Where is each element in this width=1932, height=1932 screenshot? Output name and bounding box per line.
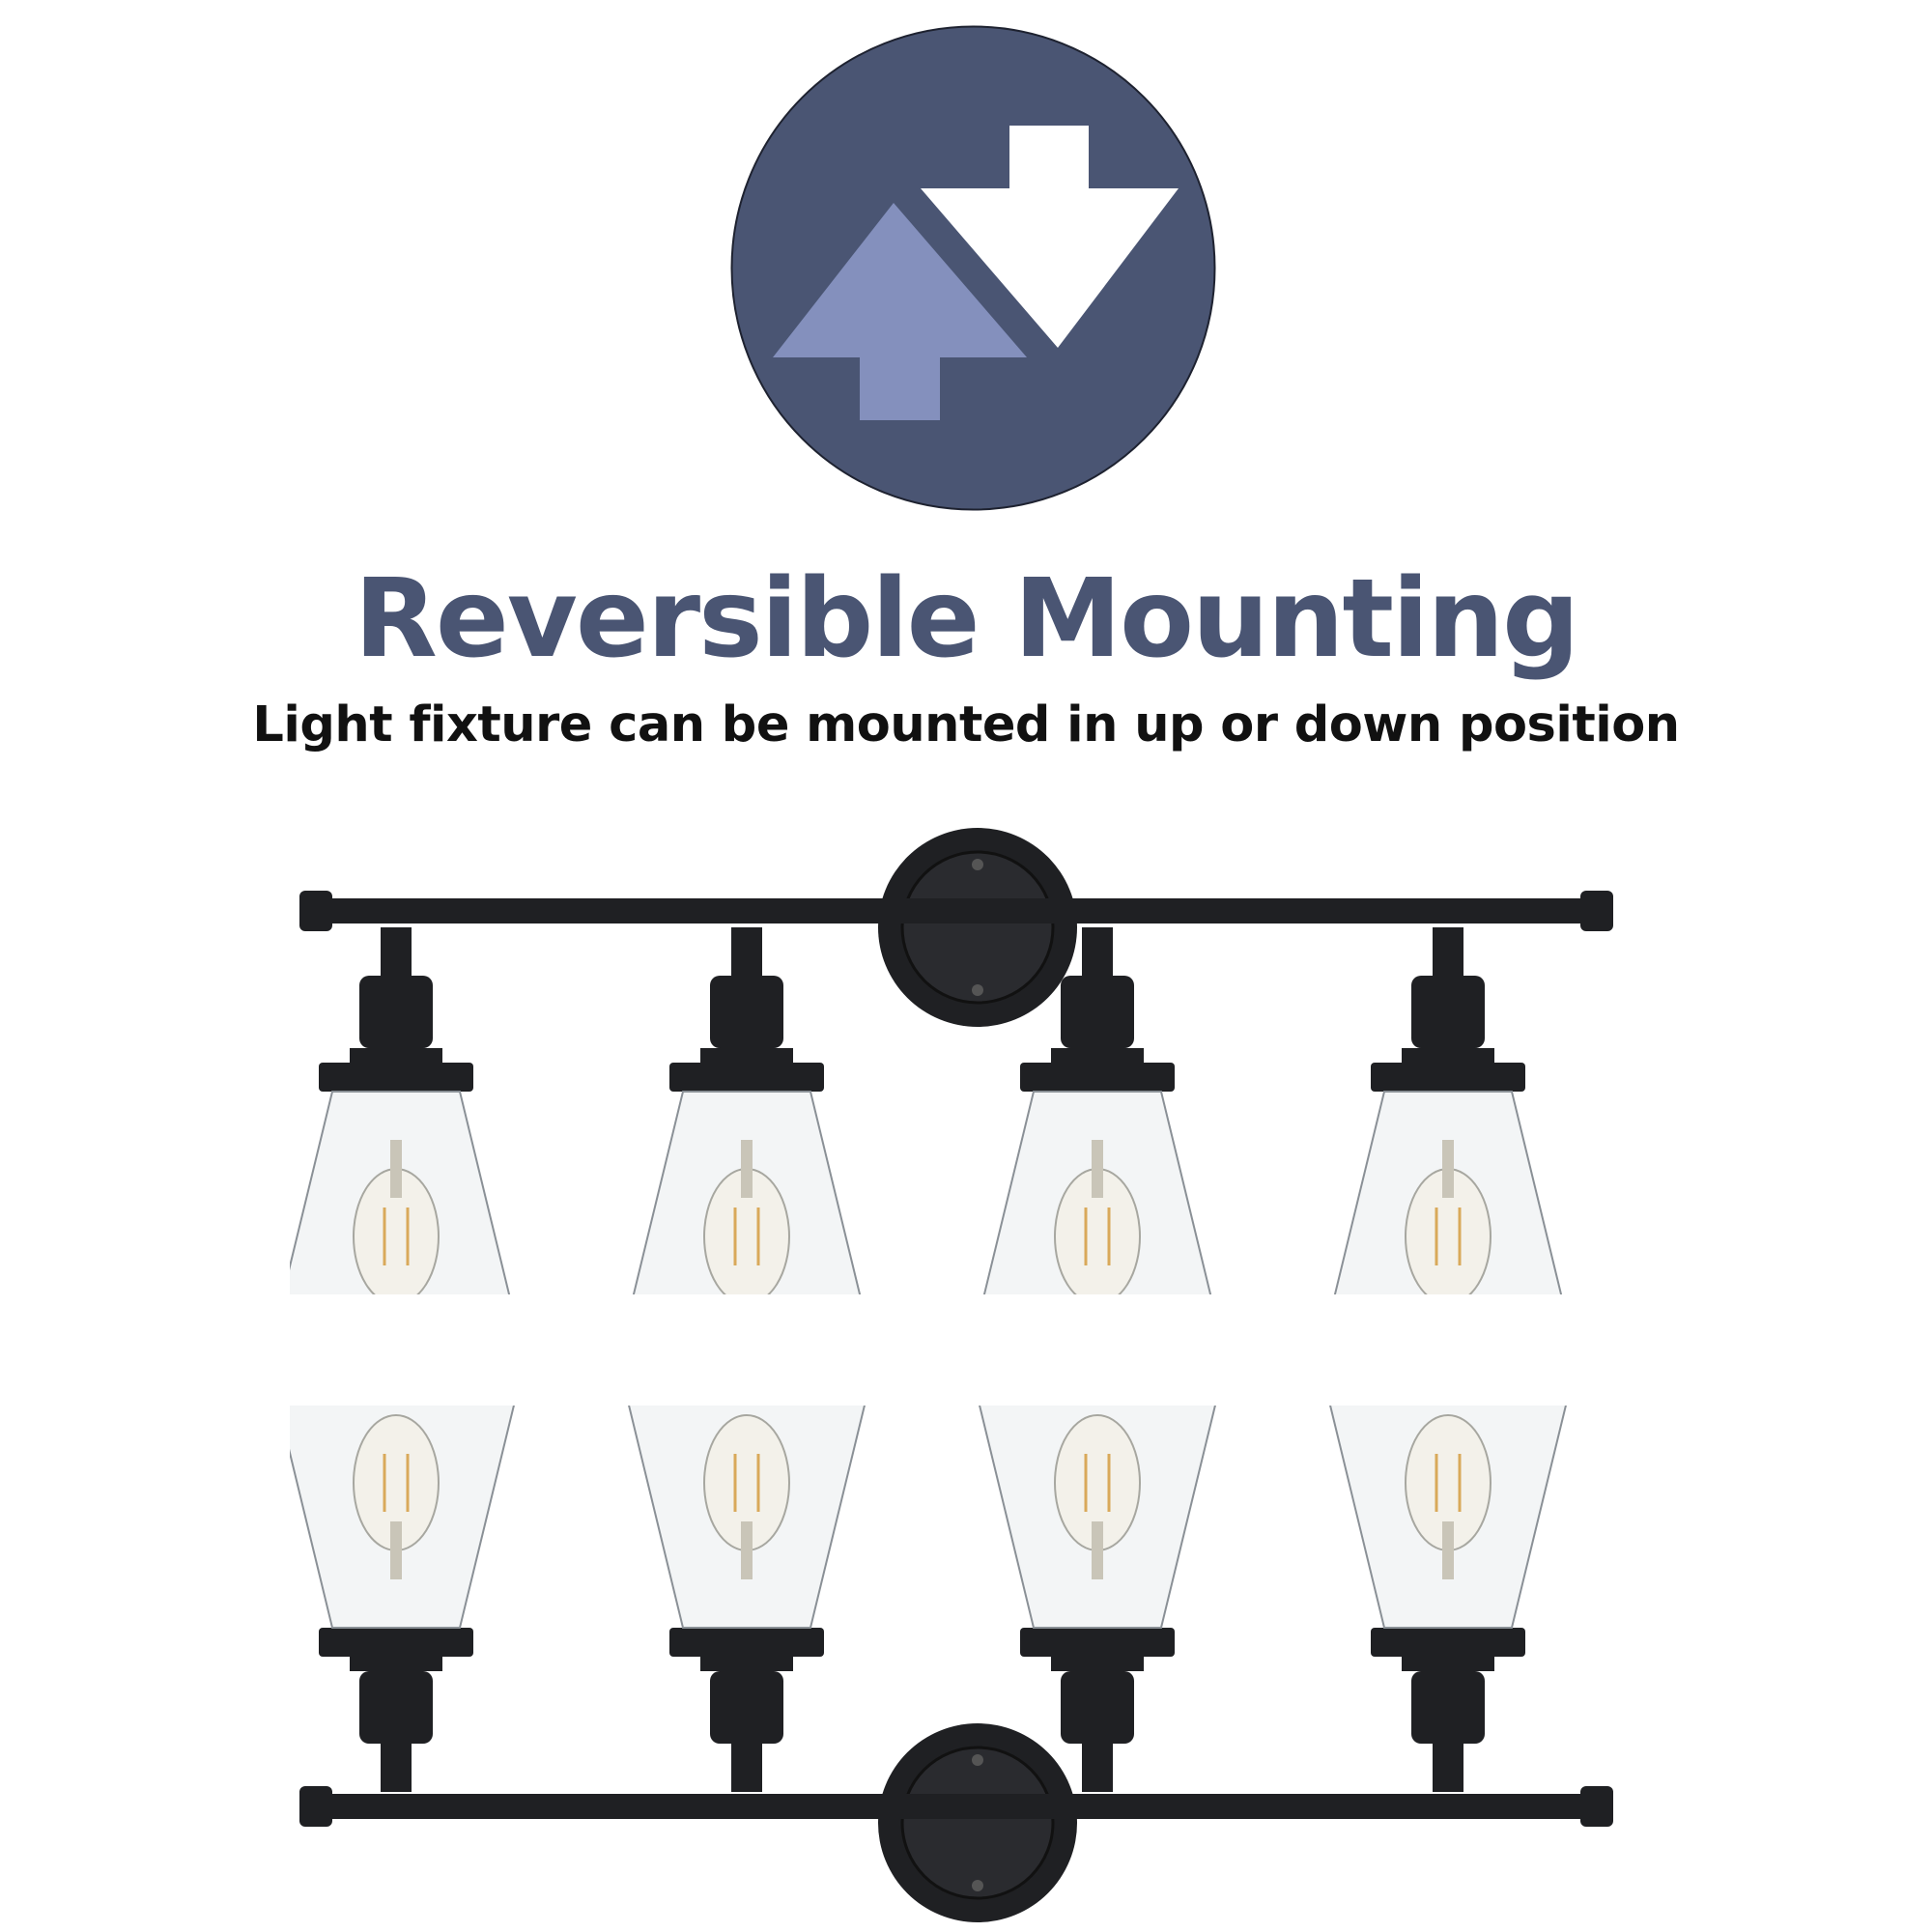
reversible-arrows-icon [730,25,1216,511]
shades-up [290,1406,1567,1792]
wall-plate [878,828,1077,1027]
badge-circle [730,25,1216,511]
feature-subtitle: Light fixture can be mounted in up or do… [252,696,1680,753]
shades-down [290,927,1563,1294]
lamp-shade [982,927,1212,1294]
lamp-shade [290,1406,515,1792]
lamp-shade [979,1406,1216,1792]
mounting-bar [299,891,1613,931]
lamp-shade [1329,1406,1567,1792]
down-arrow-icon [921,126,1179,348]
lamp-shade [290,927,511,1294]
feature-title: Reversible Mounting [354,556,1580,682]
up-arrow-icon [773,203,1027,420]
lamp-shade [632,927,862,1294]
lamp-shade [1333,927,1563,1294]
lamp-shade [628,1406,866,1792]
fixture-shades-down [290,828,1613,1294]
fixture-shades-up [290,1406,1613,1922]
wall-plate [878,1723,1077,1922]
mounting-bar [299,1786,1613,1827]
